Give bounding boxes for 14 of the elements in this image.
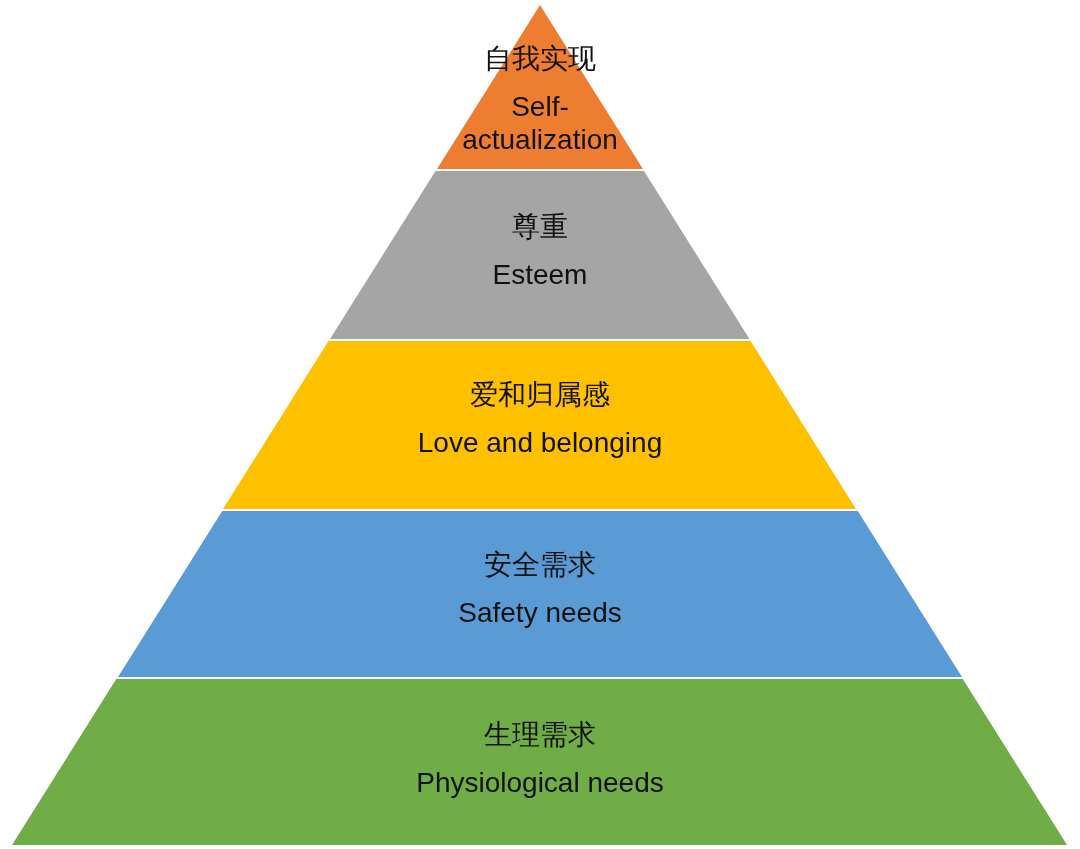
- tier-label: Self-actualization: [461, 90, 619, 156]
- tier-label: 安全需求: [484, 548, 596, 581]
- tier-label: 尊重: [512, 210, 568, 243]
- tier-label: 爱和归属感: [470, 378, 610, 411]
- pyramid-tier: [117, 511, 962, 677]
- tier-label: 生理需求: [484, 718, 596, 751]
- pyramid-tier: [223, 341, 857, 509]
- pyramid-tier: [12, 679, 1068, 845]
- pyramid-tier: [437, 5, 643, 169]
- pyramid-tier: [330, 171, 750, 339]
- tier-label: Physiological needs: [416, 766, 664, 799]
- tier-label: Safety needs: [458, 596, 622, 629]
- tier-label: Love and belonging: [417, 426, 663, 459]
- tier-label: Esteem: [492, 258, 588, 291]
